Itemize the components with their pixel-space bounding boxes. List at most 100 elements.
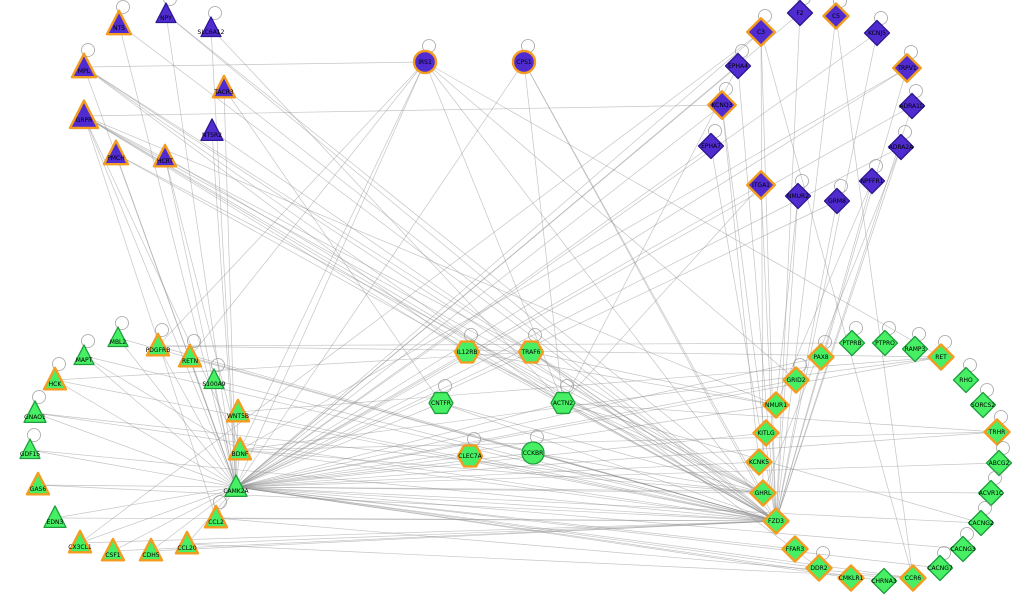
node-shape [145, 332, 171, 357]
node-NMUR2[interactable]: NMUR2 [784, 174, 812, 210]
edge-EPHA4-CAMK2A [235, 65, 739, 488]
node-KCNJ5[interactable]: KCNJ5 [863, 11, 891, 47]
node-SORCS2[interactable]: SORCS2 [969, 383, 997, 419]
node-HCK[interactable]: HCK [42, 357, 68, 391]
node-DDR2[interactable]: DDR2 [805, 546, 833, 582]
node-GNAO1[interactable]: GNAO1 [23, 390, 47, 424]
edge-TRAF6-GHRL [530, 351, 764, 494]
node-TRHR[interactable]: TRHR [983, 410, 1011, 446]
edge-C5-CCR6 [835, 15, 914, 579]
node-F2[interactable]: F2 [786, 0, 814, 27]
node-EPHA7[interactable]: EPHA7 [697, 124, 725, 160]
node-NPFFR1[interactable]: NPFFR1 [858, 159, 886, 195]
edge-CAMK2A-RET [235, 356, 942, 488]
node-TRAF6[interactable]: TRAF6 [517, 328, 545, 364]
edge-CCL2-CCR6 [215, 517, 914, 579]
node-GDF15[interactable]: GDF15 [19, 428, 41, 460]
node-shape [752, 419, 780, 447]
node-CNTFR[interactable]: CNTFR [428, 379, 454, 415]
node-MBL2[interactable]: MBL2 [107, 316, 129, 348]
node-GHRL[interactable]: GHRL [749, 479, 777, 507]
node-ADRA1D[interactable]: ADRA1D [898, 84, 926, 120]
node-NTS[interactable]: NTS [105, 0, 133, 36]
edge-MAPT-CAMK2A [83, 355, 237, 488]
node-TACR3[interactable]: TACR3 [211, 74, 237, 99]
node-ACVR1C[interactable]: ACVR1C [977, 471, 1005, 507]
node-NPY[interactable]: NPY [155, 0, 177, 24]
node-CPS1[interactable]: CPS1 [511, 39, 537, 75]
node-shape [786, 0, 814, 27]
edge-NPY-FZD3 [165, 13, 777, 522]
node-PDGFRB[interactable]: PDGFRB [145, 323, 171, 357]
node-shape [200, 16, 222, 38]
node-MPL[interactable]: MPL [70, 43, 98, 79]
node-shape [784, 182, 812, 210]
node-PAX8[interactable]: PAX8 [807, 335, 835, 371]
node-MAPT[interactable]: MAPT [73, 334, 95, 366]
node-shape [870, 567, 898, 595]
node-shape [68, 99, 100, 130]
node-FFAR3[interactable]: FFAR3 [781, 535, 809, 563]
node-CCR6[interactable]: CCR6 [899, 564, 927, 592]
node-TRPV1[interactable]: TRPV1 [892, 45, 922, 83]
edge-C3-CX3CL1 [79, 31, 762, 544]
node-shape [227, 436, 253, 461]
edge-GRPR-CCL2 [83, 115, 217, 519]
edge-GNAO1-FZD3 [34, 412, 777, 522]
edge-ADRA2A-CAMK2A [235, 146, 902, 488]
node-CACNG7[interactable]: CACNG7 [926, 546, 954, 582]
node-CCL2[interactable]: CCL2 [203, 495, 229, 529]
node-SLC6A12[interactable]: SLC6A12 [198, 6, 225, 38]
node-BDNF[interactable]: BDNF [227, 436, 253, 461]
node-GAS6[interactable]: GAS6 [25, 471, 51, 496]
edge-CAMK2A-PAX8 [235, 356, 822, 488]
edge-TRAF6-NMUR1 [530, 351, 777, 406]
node-PTPRO[interactable]: PTPRO [871, 321, 899, 357]
edge-CAMK2A-TRHR [235, 431, 998, 488]
edge-GRPR-KCNQ3 [83, 104, 723, 117]
node-CHRNA3[interactable]: CHRNA3 [870, 567, 898, 595]
edge-GRPR-TRAF6 [83, 115, 532, 353]
node-ITGA1[interactable]: ITGA1 [746, 170, 776, 200]
node-shape [707, 90, 737, 120]
edge-CPS1-GHRL [523, 61, 764, 494]
node-GRPR[interactable]: GRPR [68, 99, 100, 130]
node-shape [203, 504, 229, 529]
node-shape [174, 530, 200, 555]
edge-BDNF-RET [239, 356, 942, 451]
node-shape [70, 52, 98, 79]
edge-BDNF-GHRL [239, 449, 764, 494]
node-ADRA2A[interactable]: ADRA2A [887, 125, 915, 161]
node-RHO[interactable]: RHO [952, 358, 980, 394]
node-shape [863, 19, 891, 47]
edge-CAMK2A-GRID2 [235, 379, 797, 488]
edge-KCNQ3-KCNK5 [721, 104, 760, 463]
edge-CPS1-FZD3 [523, 61, 777, 522]
node-shape [25, 471, 51, 496]
self-loop-icon [81, 43, 95, 57]
node-shape [550, 391, 576, 415]
node-NTSR2[interactable]: NTSR2 [200, 118, 224, 142]
edge-KCNJ5-CAMK2A [235, 32, 878, 488]
edge-ACTN2-TRHR [562, 402, 998, 433]
node-ACTN2[interactable]: ACTN2 [550, 379, 576, 415]
node-CX3CL1[interactable]: CX3CL1 [67, 529, 93, 554]
node-RET[interactable]: RET [927, 335, 955, 371]
node-HCRT[interactable]: HCRT [152, 143, 178, 168]
node-IRS1[interactable]: IRS1 [412, 39, 438, 75]
node-FZD3[interactable]: FZD3 [762, 507, 790, 535]
edge-BDNF-TRHR [239, 431, 998, 451]
edge-IRS1-CAMK2A [235, 61, 426, 488]
node-CACNG3[interactable]: CACNG3 [949, 527, 977, 563]
edge-RETN-CAMK2A [189, 356, 237, 488]
node-ABCG2[interactable]: ABCG2 [985, 441, 1013, 477]
node-PMCH[interactable]: PMCH [102, 139, 130, 166]
node-S100A9[interactable]: S100A9 [202, 358, 226, 390]
node-shape [102, 139, 130, 166]
edge-GRPR-NMUR1 [83, 115, 777, 406]
self-loop-icon [211, 358, 225, 372]
node-CMKLR1[interactable]: CMKLR1 [837, 564, 865, 592]
node-C5[interactable]: C5 [822, 0, 850, 30]
node-shape [837, 564, 865, 592]
